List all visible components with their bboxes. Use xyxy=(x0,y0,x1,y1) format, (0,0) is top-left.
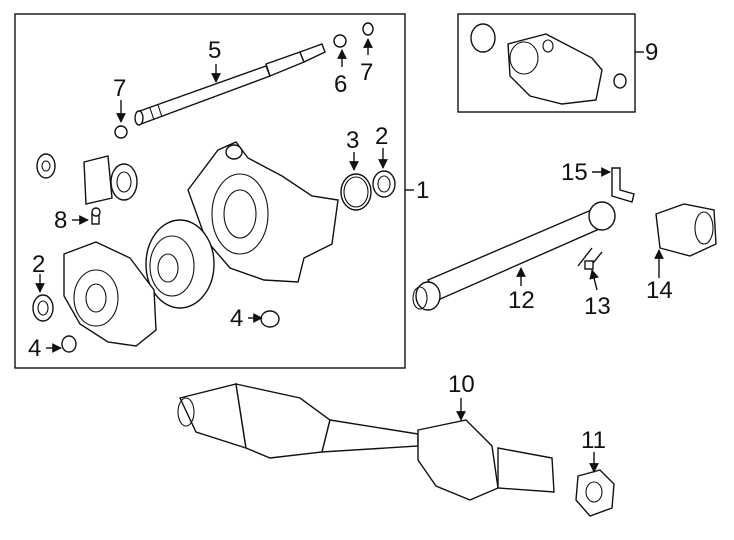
callout-4-lower: 4 xyxy=(28,335,41,362)
callout-7-left: 7 xyxy=(113,75,126,102)
callout-12: 12 xyxy=(508,287,535,314)
gasket-ring-3-part xyxy=(340,173,372,211)
callout-1: 1 xyxy=(416,177,429,204)
differential-group-box xyxy=(14,13,406,369)
callout-9: 9 xyxy=(645,39,658,66)
housing-cover-part xyxy=(63,241,157,347)
vent-8-part xyxy=(91,207,101,225)
callout-10: 10 xyxy=(448,371,475,398)
callout-3: 3 xyxy=(346,127,359,154)
callout-13: 13 xyxy=(584,293,611,320)
callout-8: 8 xyxy=(54,207,67,234)
washer-part xyxy=(36,153,56,179)
coupling-14-part xyxy=(655,203,717,257)
bolt-13-part xyxy=(577,247,603,270)
callout-14: 14 xyxy=(646,277,673,304)
actuator-group-box xyxy=(457,13,636,113)
seal-2-right-part xyxy=(372,170,396,198)
oring-7-right-part xyxy=(362,22,374,36)
oring-7-left-part xyxy=(114,125,128,139)
actuator-9-part xyxy=(507,33,603,105)
callout-2-left: 2 xyxy=(32,251,45,278)
carrier-ring-gear-part xyxy=(145,219,215,309)
callout-7-right: 7 xyxy=(360,59,373,86)
plug-4-right-part xyxy=(260,310,280,328)
callout-4-right: 4 xyxy=(230,305,243,332)
callout-5: 5 xyxy=(208,37,221,64)
callout-15: 15 xyxy=(561,159,588,186)
cap-9-part xyxy=(613,73,627,89)
bracket-15-part xyxy=(611,167,635,203)
axle-nut-11-part xyxy=(575,469,615,517)
seal-6-part xyxy=(333,34,347,48)
callout-2-right: 2 xyxy=(375,123,388,150)
propeller-shaft-part xyxy=(412,201,616,311)
plug-4-lower-part xyxy=(61,335,77,353)
bearing-cup-part xyxy=(83,155,138,205)
oring-9-part xyxy=(470,23,496,53)
callout-6: 6 xyxy=(334,71,347,98)
differential-housing-part xyxy=(187,141,339,283)
seal-2-left-part xyxy=(32,294,54,322)
callout-11: 11 xyxy=(581,427,606,454)
half-shaft-10-part xyxy=(177,383,555,501)
axle-shaft-part xyxy=(134,43,326,126)
